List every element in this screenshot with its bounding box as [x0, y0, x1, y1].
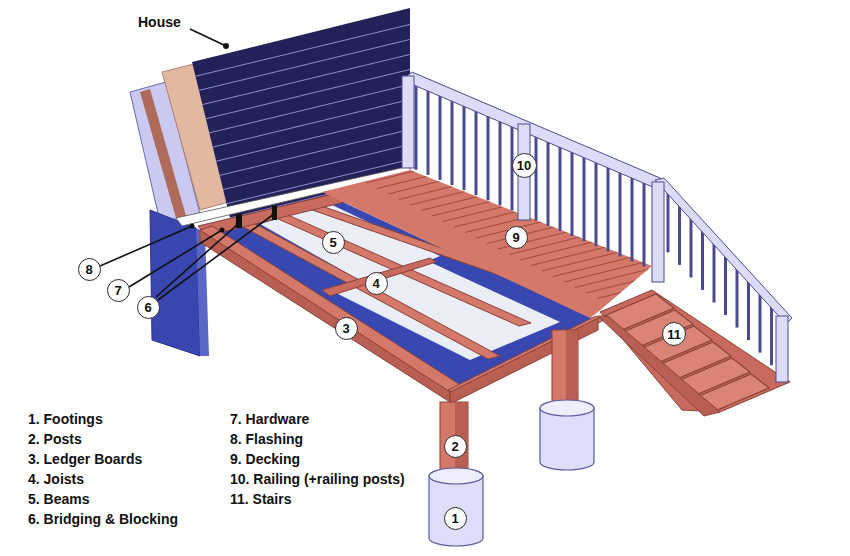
- stroke: [439, 94, 442, 180]
- stroke: [595, 160, 598, 246]
- stroke: [547, 140, 550, 226]
- callout-number: 9: [512, 231, 519, 244]
- stroke: [311, 114, 481, 156]
- callout-number: 7: [114, 284, 121, 297]
- stroke: [619, 170, 622, 256]
- stroke: [747, 276, 750, 340]
- callout-circle: 5: [322, 231, 345, 254]
- key-item: 9. Decking: [230, 451, 300, 468]
- stroke: [463, 104, 466, 190]
- stroke: [410, 163, 580, 205]
- callout-number: 3: [342, 322, 349, 335]
- key-item: 11. Stairs: [230, 491, 292, 508]
- callout-circle: 11: [662, 322, 686, 346]
- stroke: [690, 213, 693, 277]
- callout-circle: 2: [444, 435, 467, 458]
- callout-circle: 7: [107, 279, 130, 302]
- key-item: 4. Joists: [28, 471, 84, 488]
- stroke: [421, 169, 591, 211]
- stroke: [180, 112, 420, 170]
- callout-number: 11: [667, 328, 681, 341]
- stroke: [180, 97, 420, 155]
- stroke: [559, 145, 562, 231]
- callout-circle: 1: [444, 507, 467, 530]
- callout-circle: 4: [365, 272, 388, 295]
- key-item: 2. Posts: [28, 431, 82, 448]
- stroke: [701, 226, 704, 290]
- callout-circle: 6: [137, 296, 160, 319]
- stroke: [487, 114, 490, 200]
- callout-circle: 8: [78, 258, 101, 281]
- stroke: [427, 89, 430, 175]
- stroke: [724, 251, 727, 315]
- stroke: [542, 229, 712, 271]
- stroke: [454, 185, 624, 227]
- callout-number: 2: [451, 440, 458, 453]
- stroke: [432, 174, 602, 216]
- callout-number: 10: [517, 159, 531, 172]
- stroke: [451, 99, 454, 185]
- key-item: 10. Railing (+railing posts): [230, 471, 405, 488]
- stroke: [300, 108, 470, 150]
- stroke: [571, 150, 574, 236]
- key-item: 8. Flashing: [230, 431, 303, 448]
- stroke: [736, 264, 739, 328]
- callout-circle: 9: [505, 226, 528, 249]
- key-item: 7. Hardware: [230, 411, 309, 428]
- callout-number: 1: [451, 512, 458, 525]
- stroke: [607, 165, 610, 251]
- stroke: [583, 155, 586, 241]
- callout-number: 6: [144, 301, 151, 314]
- blocking: [322, 258, 436, 296]
- stroke: [180, 82, 420, 140]
- callout-number: 5: [329, 236, 336, 249]
- key-item: 5. Beams: [28, 491, 89, 508]
- stroke: [180, 37, 420, 95]
- key-item: 1. Footings: [28, 411, 103, 428]
- key-item: 6. Bridging & Blocking: [28, 511, 178, 528]
- stroke: [564, 240, 734, 282]
- callout-circle: 3: [335, 317, 358, 340]
- stroke: [499, 119, 502, 205]
- stroke: [399, 158, 569, 200]
- house-label: House: [138, 14, 181, 31]
- callout-number: 8: [85, 263, 92, 276]
- stroke: [713, 239, 716, 303]
- stroke: [631, 176, 634, 262]
- stroke: [667, 188, 670, 252]
- stroke: [531, 224, 701, 266]
- stroke: [180, 52, 420, 110]
- stroke: [678, 201, 681, 265]
- key-item: 3. Ledger Boards: [28, 451, 142, 468]
- stroke: [415, 84, 418, 170]
- callout-number: 4: [372, 277, 379, 290]
- stroke: [770, 301, 773, 365]
- stroke: [180, 22, 420, 80]
- stroke: [759, 289, 762, 353]
- stroke: [475, 109, 478, 195]
- callout-circle: 10: [512, 153, 537, 178]
- stroke: [553, 235, 723, 277]
- stroke: [643, 181, 646, 267]
- stroke: [180, 67, 420, 125]
- stroke: [535, 135, 538, 221]
